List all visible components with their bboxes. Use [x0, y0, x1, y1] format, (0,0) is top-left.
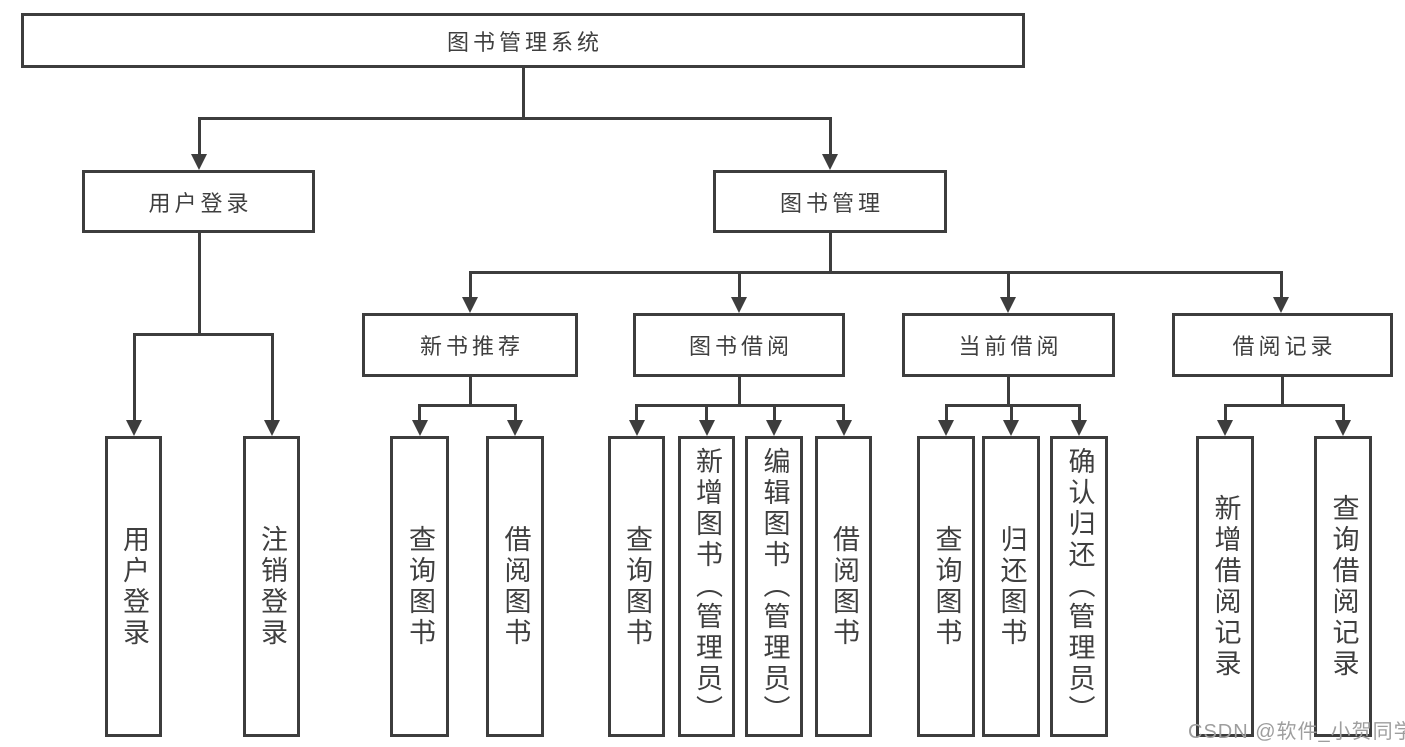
connector-root-split [197, 117, 832, 120]
node-new-book-recommend: 新书推荐 [362, 313, 578, 377]
connector-current-borrow-stem [1007, 377, 1010, 407]
arrow-new-book-query [411, 404, 428, 436]
connector-borrow-record-stem [1281, 377, 1284, 407]
leaf-current-return-books: 归还图书 [982, 436, 1040, 737]
connector-book-management-split [468, 271, 1283, 274]
leaf-newbook-query-books: 查询图书 [390, 436, 449, 737]
node-library-management-system: 图书管理系统 [21, 13, 1025, 68]
arrow-borrow-record-query [1335, 404, 1351, 436]
leaf-current-confirm-return-admin: 确认归还（管理员） [1050, 436, 1108, 737]
node-user-login: 用户登录 [82, 170, 315, 233]
arrow-book-borrow-query [628, 404, 645, 436]
arrow-to-new-book [462, 271, 478, 313]
connector-user-login-stem [197, 233, 201, 336]
arrow-to-user-login [191, 117, 207, 170]
arrow-borrow-record-add [1217, 404, 1233, 436]
arrow-to-leaf-logout [264, 333, 280, 436]
node-book-management: 图书管理 [713, 170, 947, 233]
arrow-current-borrow-return [1003, 404, 1019, 436]
leaf-logout: 注销登录 [243, 436, 300, 737]
arrow-to-borrow-record [1273, 271, 1289, 313]
connector-new-book-split [418, 404, 517, 407]
arrow-to-book-management [822, 117, 838, 170]
leaf-current-query-books: 查询图书 [917, 436, 975, 737]
arrow-current-borrow-confirm [1071, 404, 1087, 436]
node-book-borrow: 图书借阅 [633, 313, 845, 377]
leaf-newbook-borrow-books: 借阅图书 [486, 436, 544, 737]
connector-new-book-stem [468, 377, 472, 407]
arrow-to-current-borrow [1000, 271, 1016, 313]
arrow-to-book-borrow [731, 271, 747, 313]
arrow-book-borrow-add [698, 404, 715, 436]
arrow-book-borrow-borrow [835, 404, 852, 436]
arrow-to-leaf-user-login [126, 333, 142, 436]
csdn-watermark: CSDN @软件_小贺同学 [1188, 721, 1405, 743]
leaf-borrow-query-books: 查询图书 [608, 436, 665, 737]
arrow-new-book-borrow [507, 404, 523, 436]
connector-user-login-split [132, 333, 274, 336]
leaf-record-query-record: 查询借阅记录 [1314, 436, 1372, 737]
connector-root-stem [521, 68, 525, 119]
node-current-borrow: 当前借阅 [902, 313, 1115, 377]
arrow-current-borrow-query [938, 404, 954, 436]
connector-book-management-stem [828, 233, 832, 274]
node-borrow-record: 借阅记录 [1172, 313, 1393, 377]
connector-book-borrow-stem [737, 377, 741, 407]
leaf-borrow-add-books-admin: 新增图书（管理员） [678, 436, 735, 737]
leaf-record-add-record: 新增借阅记录 [1196, 436, 1254, 737]
connector-current-borrow-split [944, 404, 1081, 407]
arrow-book-borrow-edit [766, 404, 782, 436]
leaf-borrow-borrow-books: 借阅图书 [815, 436, 872, 737]
connector-borrow-record-split [1223, 404, 1345, 407]
leaf-user-login: 用户登录 [105, 436, 162, 737]
leaf-borrow-edit-books-admin: 编辑图书（管理员） [745, 436, 803, 737]
connector-book-borrow-split [635, 404, 845, 407]
